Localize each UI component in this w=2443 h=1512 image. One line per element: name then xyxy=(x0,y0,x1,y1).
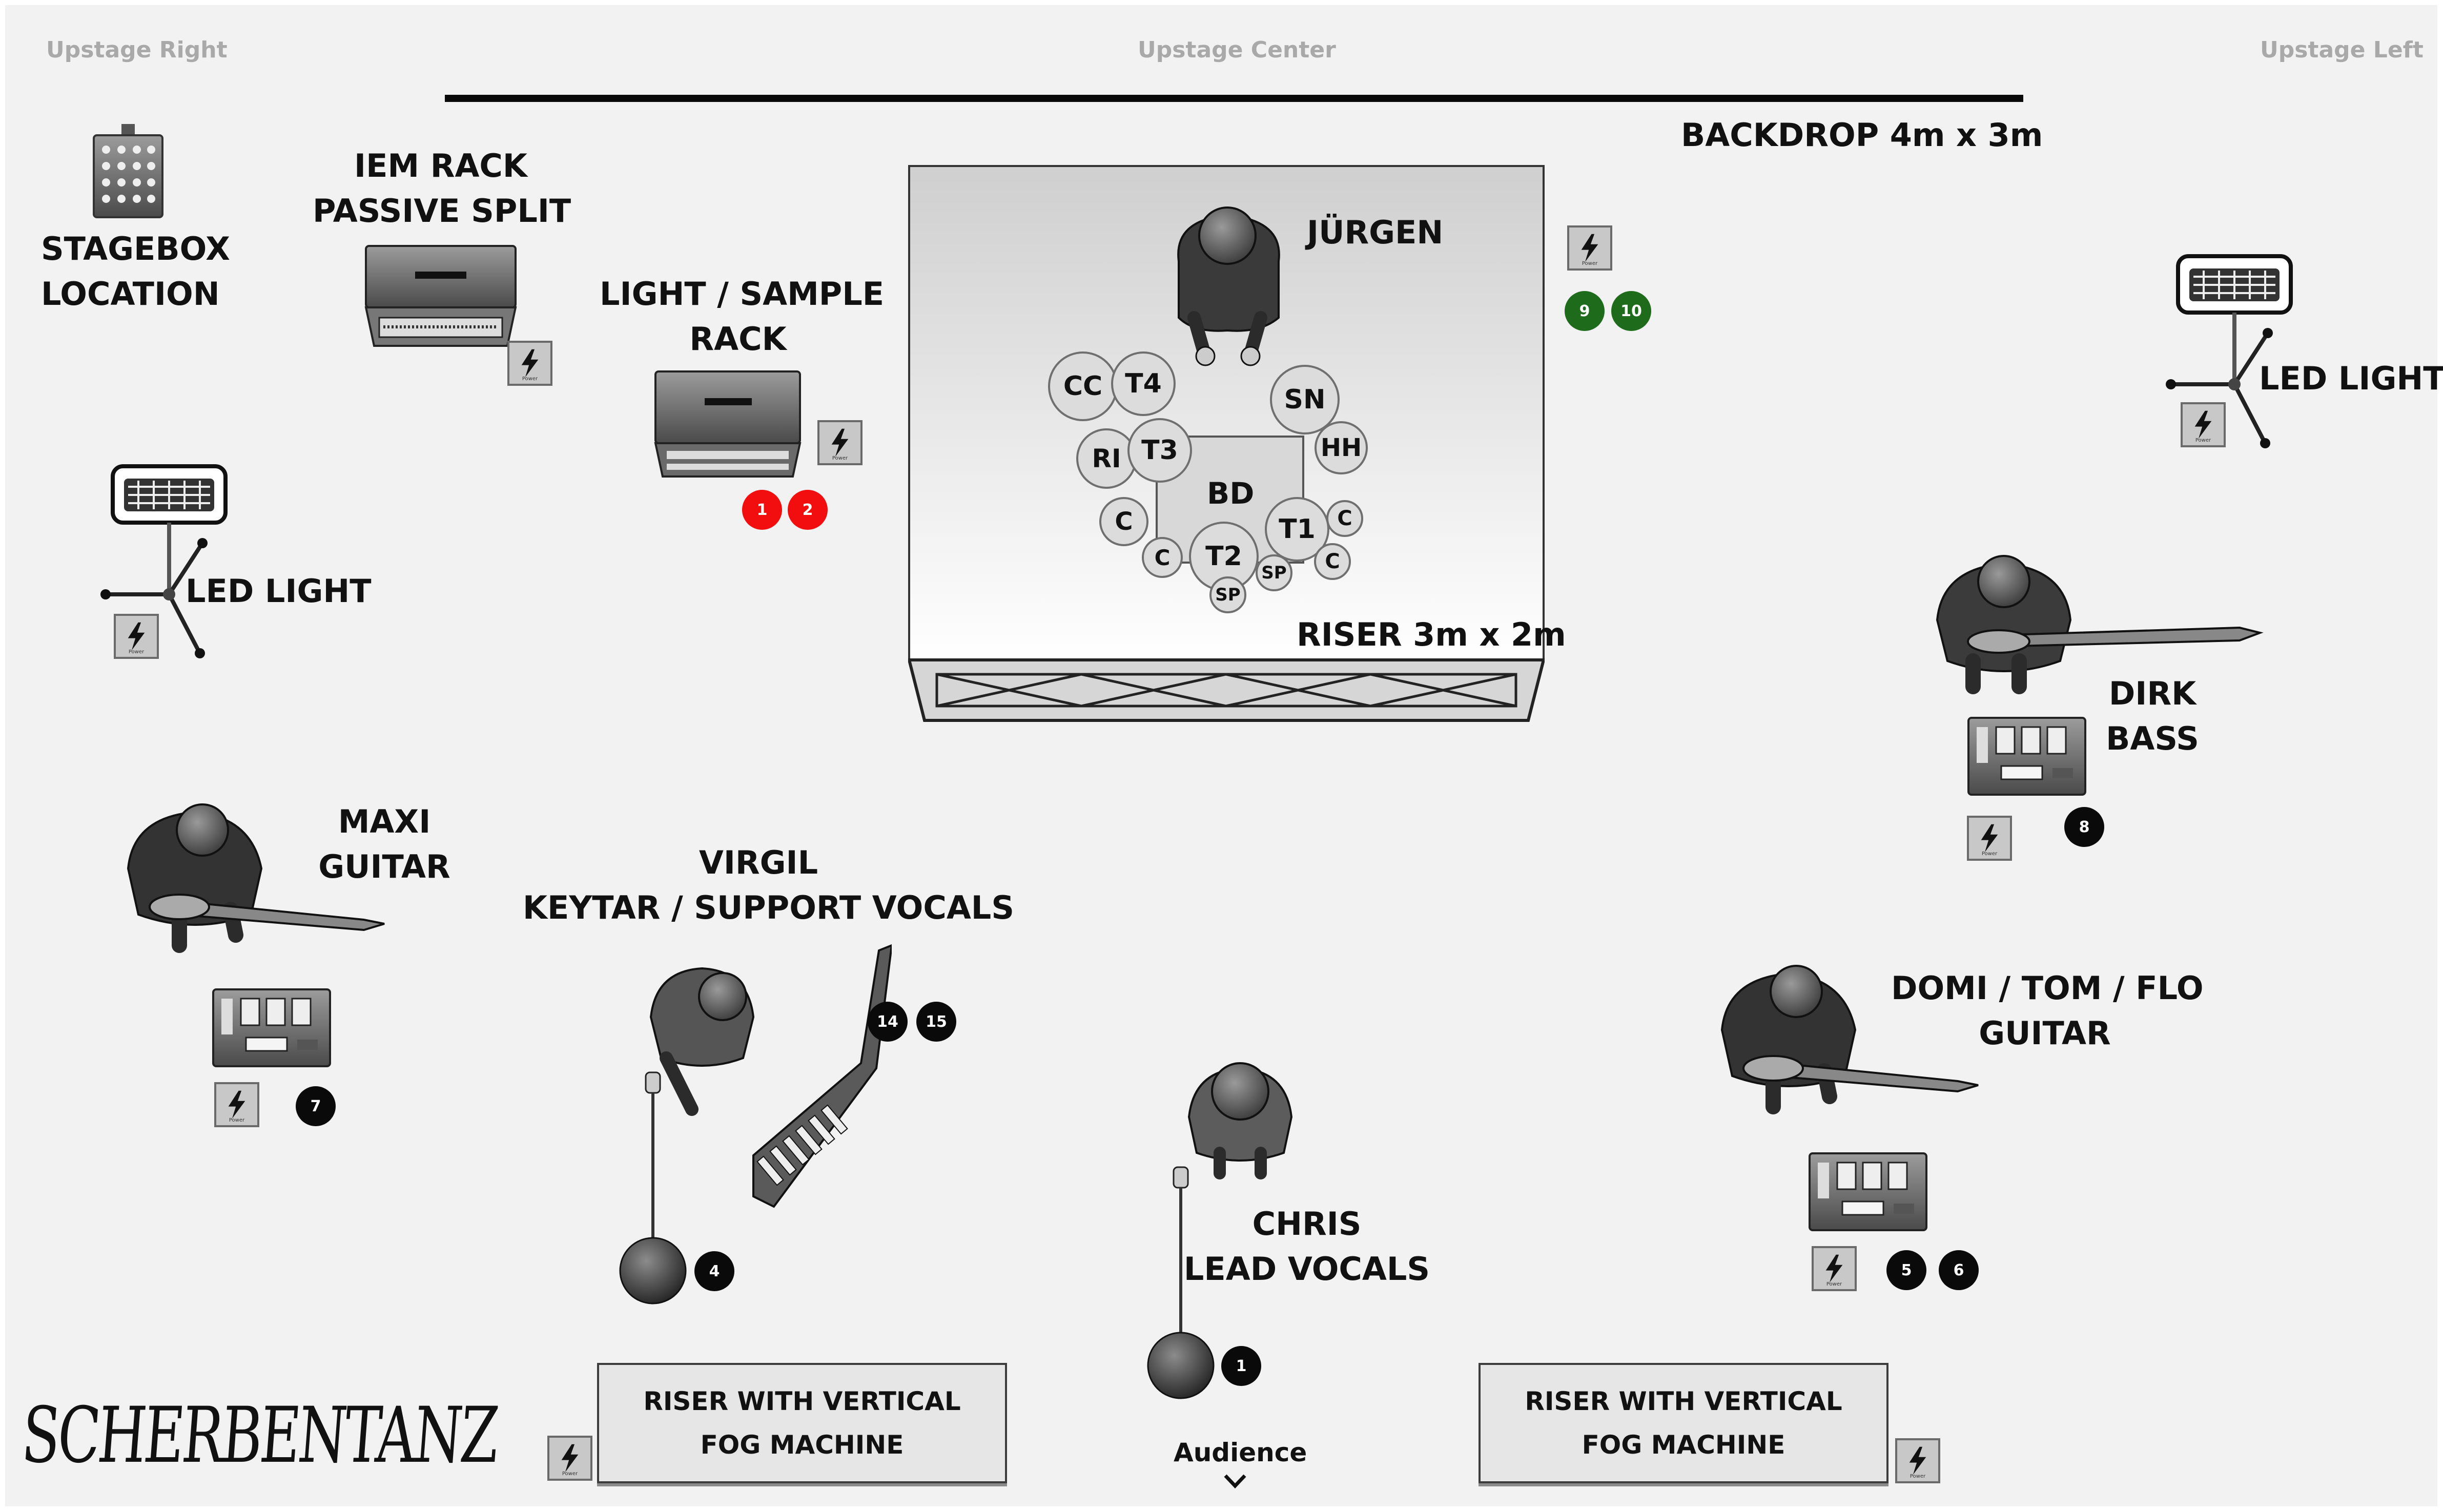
drummer-figure-icon xyxy=(1177,206,1280,366)
power-outlet-icon: Power xyxy=(817,420,863,465)
backdrop-label: BACKDROP 4m x 3m xyxy=(1681,116,2043,154)
channel-badge: 1 xyxy=(1221,1346,1261,1386)
drummer-name: JÜRGEN xyxy=(1307,214,1444,251)
drum-ri: RI xyxy=(1076,428,1137,489)
led-light-icon xyxy=(100,464,228,658)
iem-rack-icon xyxy=(364,245,517,347)
power-outlet-icon: Power xyxy=(214,1082,259,1127)
power-outlet-icon: Power xyxy=(2181,402,2226,447)
amp-icon xyxy=(1809,1152,1927,1231)
riser-label: RISER 3m x 2m xyxy=(1297,616,1566,653)
drum-cc: CC xyxy=(1048,351,1118,421)
guitarist-figure-icon xyxy=(127,803,385,953)
power-outlet-icon: Power xyxy=(547,1436,592,1481)
power-outlet-icon: Power xyxy=(1967,816,2012,861)
drum-c: C xyxy=(1142,537,1183,578)
power-outlet-icon: Power xyxy=(114,614,159,659)
drum-bd: BD xyxy=(1207,476,1255,511)
amp-icon xyxy=(212,988,331,1067)
channel-badge: 14 xyxy=(868,1002,908,1042)
channel-badge: 2 xyxy=(788,490,828,530)
singer-figure-icon xyxy=(1187,1062,1293,1179)
drum-hh: HH xyxy=(1315,421,1368,474)
drum-sp: SP xyxy=(1209,576,1246,613)
led-light-label: LED LIGHT xyxy=(186,572,372,610)
drum-sn: SN xyxy=(1270,365,1340,434)
mic-stand-icon xyxy=(619,1071,687,1304)
power-outlet-icon: Power xyxy=(1812,1246,1857,1291)
drum-sp: SP xyxy=(1256,554,1292,591)
led-light-icon xyxy=(2166,254,2293,448)
channel-badge: 6 xyxy=(1939,1250,1979,1290)
bass-player-figure-icon xyxy=(1936,555,2264,694)
riser-truss-icon xyxy=(908,658,1545,722)
channel-badge: 4 xyxy=(694,1251,734,1291)
power-outlet-icon: Power xyxy=(1895,1438,1940,1483)
mic-stand-icon xyxy=(1147,1166,1215,1399)
channel-badge: 1 xyxy=(742,490,782,530)
channel-badge: 8 xyxy=(2064,807,2104,847)
channel-badge: 9 xyxy=(1565,291,1605,331)
backdrop-line xyxy=(445,95,2023,102)
power-outlet-icon: Power xyxy=(507,341,552,386)
light-rack-icon xyxy=(654,370,802,478)
power-outlet-icon: Power xyxy=(1567,225,1612,271)
guitarist-figure-icon xyxy=(1720,965,1979,1114)
drum-c: C xyxy=(1314,543,1351,580)
upstage-center-label: Upstage Center xyxy=(1138,37,1336,63)
channel-badge: 5 xyxy=(1886,1250,1926,1290)
upstage-left-label: Upstage Left xyxy=(2260,37,2424,63)
channel-badge: 15 xyxy=(916,1002,956,1042)
drum-t4: T4 xyxy=(1111,351,1176,416)
drum-c: C xyxy=(1326,500,1363,537)
channel-badge: 10 xyxy=(1611,291,1651,331)
amp-icon xyxy=(1967,717,2086,796)
drum-c: C xyxy=(1099,497,1148,546)
led-light-label: LED LIGHT xyxy=(2259,360,2443,397)
drum-t3: T3 xyxy=(1127,418,1192,483)
channel-badge: 7 xyxy=(296,1086,336,1126)
stage-plot: Upstage Right Upstage Center Upstage Lef… xyxy=(5,5,2443,1506)
band-logo: SCHERBENTANZ xyxy=(18,1391,500,1480)
keytar-player-figure-icon xyxy=(649,944,892,1208)
audience-label: Audience xyxy=(1174,1438,1307,1467)
stagebox-icon xyxy=(93,124,163,218)
drum-t2: T2 xyxy=(1189,522,1259,591)
chevron-down-icon xyxy=(1224,1474,1246,1489)
upstage-right-label: Upstage Right xyxy=(46,37,228,63)
